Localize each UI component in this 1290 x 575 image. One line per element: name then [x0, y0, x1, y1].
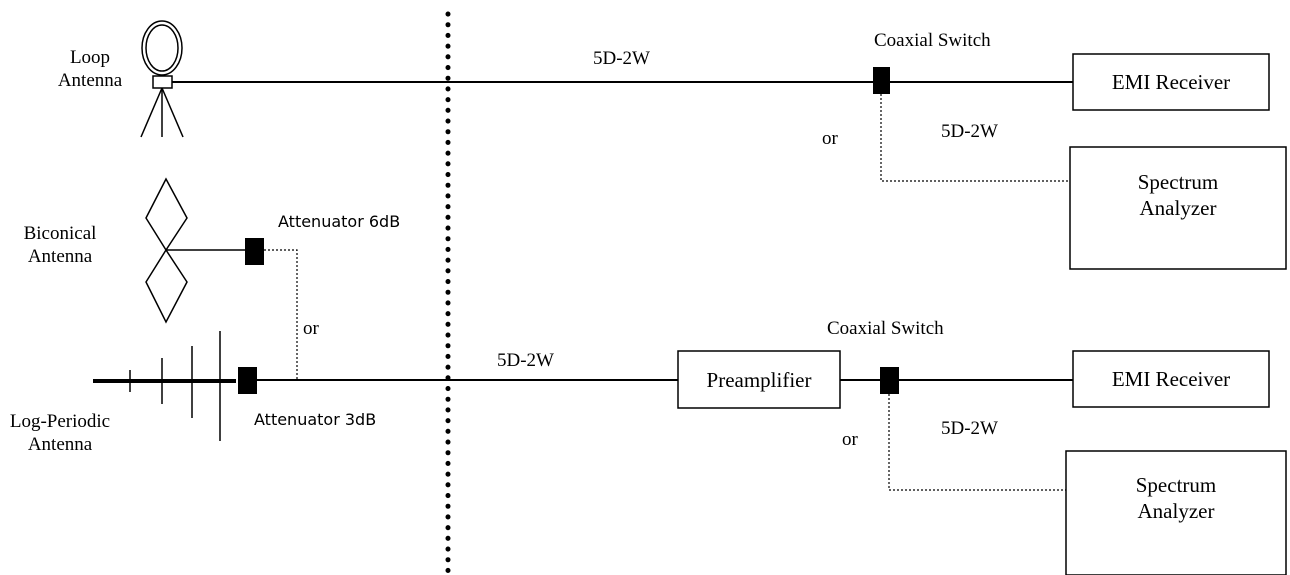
- emi-receiver-bottom-box: [1072, 350, 1270, 408]
- preamplifier-label: Preamplifier: [706, 367, 812, 392]
- attenuator-branch: [264, 249, 298, 380]
- loop-antenna-label-line2: Antenna: [57, 70, 123, 91]
- cable-bottom-branch: [888, 394, 1066, 491]
- biconical-antenna-label: Biconical Antenna: [10, 222, 110, 268]
- or-attenuator-label: or: [303, 318, 319, 339]
- emi-receiver-top-label: EMI Receiver: [1111, 70, 1231, 94]
- loop-antenna-label: Loop Antenna: [42, 46, 138, 92]
- spectrum-analyzer-bottom-label-line1: Spectrum: [1135, 473, 1217, 497]
- biconical-antenna-label-line1: Biconical: [23, 223, 97, 244]
- cable-bottom-branch-label: 5D-2W: [941, 418, 998, 439]
- spectrum-analyzer-top-label: Spectrum Analyzer: [1070, 157, 1286, 233]
- log-periodic-antenna-label-line1: Log-Periodic: [9, 411, 111, 432]
- spectrum-analyzer-bottom-label: Spectrum Analyzer: [1066, 460, 1286, 536]
- spectrum-analyzer-top-label-line2: Analyzer: [1139, 196, 1217, 220]
- emi-receiver-bottom-label: EMI Receiver: [1111, 367, 1231, 391]
- or-bottom-label: or: [842, 429, 858, 450]
- spectrum-analyzer-bottom-label-line2: Analyzer: [1137, 499, 1215, 523]
- emi-receiver-top-box: [1072, 53, 1270, 111]
- cable-top-branch-label: 5D-2W: [941, 121, 998, 142]
- loop-antenna-label-line1: Loop: [69, 47, 111, 68]
- coaxial-switch-bottom-label: Coaxial Switch: [827, 318, 944, 339]
- spectrum-analyzer-top-box: [1069, 146, 1287, 270]
- attenuator-3db-icon: [238, 367, 257, 394]
- attenuator-6db-label: Attenuator 6dB: [278, 212, 401, 231]
- coaxial-switch-bottom: [880, 367, 899, 394]
- cable-top-label: 5D-2W: [593, 48, 650, 69]
- loop-antenna-icon: [140, 20, 184, 138]
- cable-top-branch: [880, 94, 1070, 182]
- coaxial-switch-top-label: Coaxial Switch: [874, 30, 991, 51]
- log-periodic-antenna-label: Log-Periodic Antenna: [4, 410, 116, 456]
- biconical-antenna-icon: [145, 177, 250, 324]
- attenuator-3db-label: Attenuator 3dB: [254, 410, 377, 429]
- or-top-label: or: [822, 128, 838, 149]
- log-periodic-antenna-icon: [93, 331, 236, 441]
- spectrum-analyzer-top-label-line1: Spectrum: [1137, 170, 1219, 194]
- spectrum-analyzer-bottom-box: [1065, 450, 1287, 575]
- attenuator-6db-icon: [245, 238, 264, 265]
- biconical-antenna-label-line2: Antenna: [27, 246, 93, 267]
- log-periodic-antenna-label-line2: Antenna: [27, 434, 93, 455]
- cable-bottom-label: 5D-2W: [497, 350, 554, 371]
- preamplifier-box: [677, 350, 841, 409]
- coaxial-switch-top: [873, 67, 890, 94]
